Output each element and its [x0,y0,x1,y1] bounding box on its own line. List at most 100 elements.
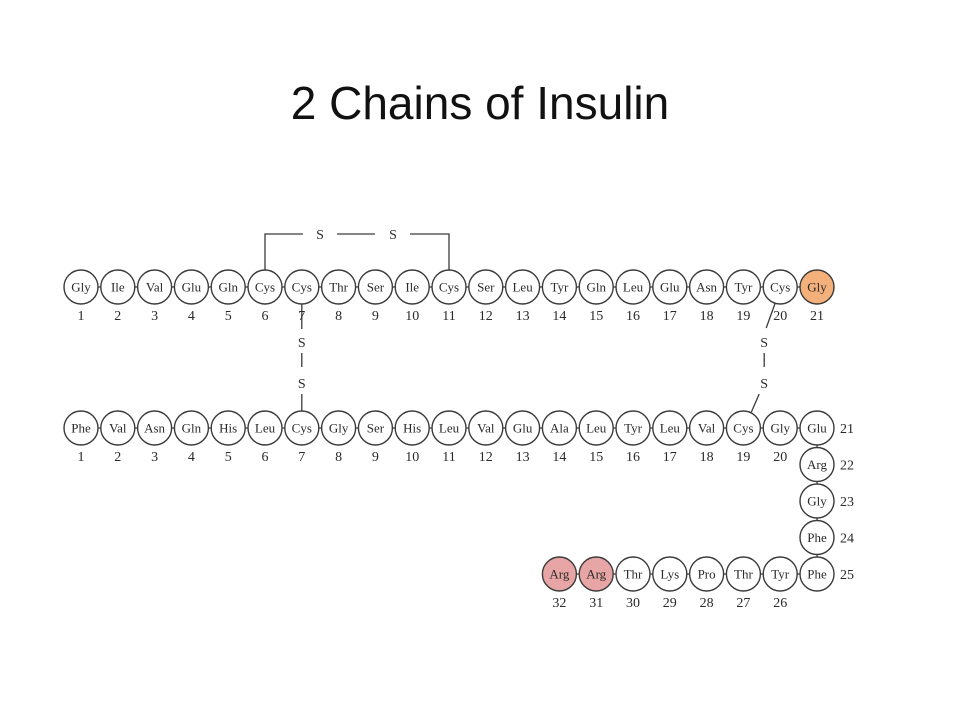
page-title: 2 Chains of Insulin [290,77,670,129]
chain-b-residue-label-28: Pro [698,567,716,582]
chain-a-residue-13 [504,269,541,305]
sulfur-a11: S [389,228,397,243]
chain-b-position-10: 10 [405,450,419,465]
chain-a-residue-label-3: Val [146,280,164,295]
chain-b-residue-label-2: Val [109,421,127,436]
chain-b-residue-24 [799,519,835,556]
chain-b-residue-label-23: Gly [807,494,827,509]
chain-a-position-14: 14 [552,309,566,324]
chain-a-position-3: 3 [151,309,158,324]
chain-b-residue-10 [394,410,430,446]
chain-b-residue-label-20: Gly [770,421,790,436]
chain-a-residue-21 [799,269,835,305]
chain-b-position-30: 30 [626,596,640,611]
chain-b-position-29: 29 [663,596,677,611]
chain-a-residue-7 [284,269,320,305]
chain-b-residue-label-17: Leu [660,421,681,436]
disulfide-a6-a11-right [410,233,450,270]
chain-b-residue-label-7: Cys [292,421,312,436]
chain-a-residue-label-11: Cys [439,280,459,295]
sulfur-a6: S [316,228,324,243]
chain-b-residue-31 [578,556,614,592]
chain-a-residue-20 [762,269,798,305]
chain-b-position-20: 20 [773,450,787,465]
chain-b-residue-12 [468,410,504,446]
chain-a-residue-label-19: Tyr [734,280,753,295]
chain-a: Gly1Ile2Val3Glu4Gln5Cys6Cys7Thr8Ser9Ile1… [63,269,835,324]
chain-a-position-6: 6 [262,309,269,324]
chain-b-position-28: 28 [700,596,714,611]
chain-b-residue-label-30: Thr [624,567,643,582]
chain-a-residue-9 [357,269,394,305]
chain-a-residue-label-2: Ile [111,280,125,295]
chain-b-residue-28 [688,556,725,592]
chain-a-position-18: 18 [700,309,714,324]
chain-a-residue-label-12: Ser [477,280,495,295]
chain-a-position-20: 20 [773,309,787,324]
chain-a-position-16: 16 [626,309,640,324]
chain-b-residue-11 [431,410,467,446]
chain-b-position-22: 22 [840,459,854,474]
chain-a-position-7: 7 [298,309,305,324]
chain-a-position-19: 19 [736,309,750,324]
chain-a-residue-label-14: Tyr [550,280,569,295]
chain-a-residue-label-1: Gly [71,280,91,295]
chain-a-position-13: 13 [516,309,530,324]
chain-b-position-31: 31 [589,596,603,611]
disulfide-a20-b19-bottom [750,393,760,413]
chain-a-residue-16 [615,269,651,305]
chain-b-residue-label-25: Phe [807,567,827,582]
chain-b-residue-3 [136,410,173,446]
chain-b-residue-26 [762,556,798,592]
chain-b-residue-30 [615,556,651,592]
chain-b-residue-label-31: Arg [586,567,606,582]
chain-a-position-12: 12 [479,309,493,324]
chain-b-position-1: 1 [78,450,85,465]
chain-b-residue-6 [247,410,283,446]
chain-b-position-16: 16 [626,450,640,465]
chain-b-residue-23 [799,483,835,519]
chain-b-position-23: 23 [840,495,854,510]
chain-b-position-15: 15 [589,450,603,465]
chain-a-residue-label-10: Ile [405,280,419,295]
chain-b-residue-label-24: Phe [807,530,827,545]
chain-b-residue-label-22: Arg [807,457,827,472]
chain-b-residue-15 [578,410,614,446]
chain-b-residue-label-10: His [403,421,421,436]
chain-b-residue-5 [210,410,246,446]
chain-a-residue-4 [173,269,210,305]
chain-a-position-21: 21 [810,309,824,324]
chain-b-residue-label-27: Thr [734,567,753,582]
chain-b-residue-32 [541,556,578,592]
chain-a-residue-label-20: Cys [770,280,790,295]
chain-b-residue-19 [725,410,762,446]
chain-a-residue-label-5: Gln [218,280,238,295]
chain-b-position-8: 8 [335,450,342,465]
chain-b-position-14: 14 [552,450,566,465]
chain-a-residue-15 [578,269,614,305]
chain-a-position-15: 15 [589,309,603,324]
chain-b-position-7: 7 [298,450,305,465]
chain-b-residue-label-26: Tyr [771,567,790,582]
chain-b-residue-18 [688,410,725,446]
chain-b-position-25: 25 [840,568,854,583]
chain-b-position-18: 18 [700,450,714,465]
chain-a-position-1: 1 [78,309,85,324]
chain-b-residue-label-12: Val [477,421,495,436]
chain-b-residue-21 [799,410,835,446]
chain-a-residue-1 [63,269,99,305]
chain-a-residue-18 [688,269,725,305]
chain-a-residue-label-18: Asn [696,280,717,295]
chain-a-residue-17 [652,269,688,305]
chain-b-residue-label-9: Ser [367,421,385,436]
chain-b-residue-label-29: Lys [660,567,679,582]
chain-a-residue-2 [100,269,136,305]
chain-a-residue-label-15: Gln [586,280,606,295]
disulfide-a6-a11-left [264,233,303,270]
chain-b-residue-label-15: Leu [586,421,607,436]
chain-b-residue-label-6: Leu [255,421,276,436]
chain-b-residue-label-3: Asn [144,421,165,436]
sulfur-b19: S [760,377,768,392]
